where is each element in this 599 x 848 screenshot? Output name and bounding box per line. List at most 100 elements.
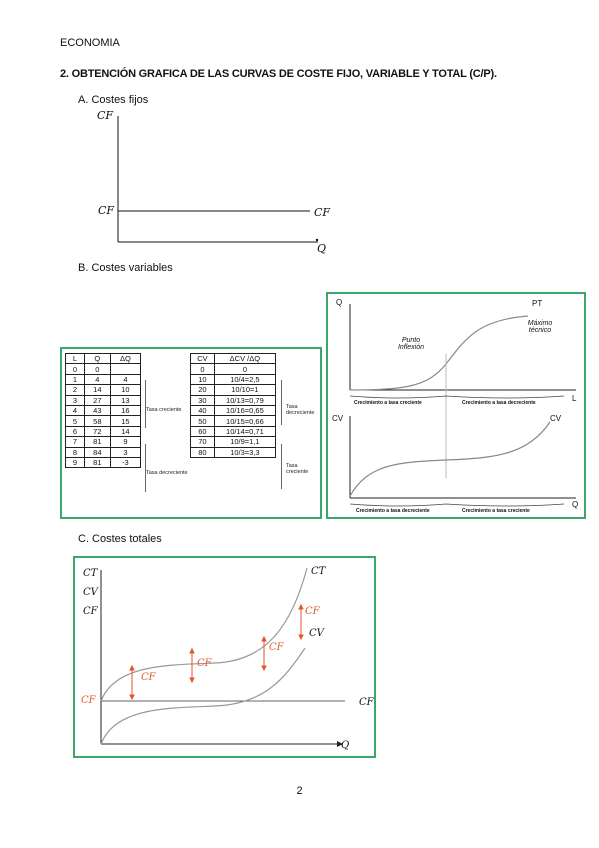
total-axis-y-labels: CT CV CF [83,564,98,621]
total-costs-heading: C. Costes totales [78,533,162,545]
table-cell: 14 [83,384,111,396]
table-cell: 0 [83,363,111,375]
table-cell: 10/16=0,65 [213,404,277,417]
cf-gap-label-3: CF [269,642,284,653]
table-cell: 20 [190,384,215,396]
page-number: 2 [296,785,303,797]
cf-gap-label-4: CF [305,606,320,617]
table-cell: 4 [65,404,85,417]
table-cell: 1 [65,373,85,386]
pt-cv-graphs-frame: Q L PT Máximo técnico Punto Inflexión Cr… [326,292,586,519]
table-cell: 0 [65,363,85,375]
cv-curve-label-total: CV [309,628,324,639]
table-cell: 58 [83,415,111,427]
table1-note-decreasing: Tasa decreciente [146,470,188,476]
table-cell: 10 [190,373,215,386]
table1-header: Q [83,352,111,365]
table-cell: 0 [190,363,215,375]
table-cell: 43 [83,404,111,417]
table-cell: 0 [213,363,277,375]
table-cell: 9 [65,456,85,469]
table-cell: -3 [109,456,142,469]
pt-curve-label: PT [532,299,543,308]
table-cell: 6 [65,425,85,438]
table2-note-decreasing: Tasa decreciente [286,404,315,416]
cf-left-label: CF [81,695,96,706]
table-cell: 81 [83,436,111,448]
table-cell: 13 [109,394,142,406]
table-cell: 81 [83,456,111,469]
cf-right-label: CF [359,697,374,708]
section-title: 2. OBTENCIÓN GRAFICA DE LAS CURVAS DE CO… [60,68,497,80]
table-cell: 10/13=0,79 [213,394,277,406]
table-cell: 5 [65,415,85,427]
table-cell: 4 [109,373,142,386]
table1-note-growing: Tasa creciente [146,407,182,413]
table2-note-growing: Tasa creciente [286,463,309,475]
table-cell: 10/14=0,71 [213,425,277,438]
table-cell: 3 [65,394,85,406]
cv-axis-x-label: Q [572,500,579,509]
table-cell [109,363,142,375]
table-cell: 27 [83,394,111,406]
table-cell: 9 [109,436,142,448]
table-cell: 2 [65,384,85,396]
fixed-axis-x-label: Q [317,242,327,255]
variable-costs-heading: B. Costes variables [78,262,173,274]
cf-gap-label-1: CF [141,672,156,683]
table-cell: 15 [109,415,142,427]
table2-header: CV [190,352,215,365]
table-cell: 10/15=0,66 [213,415,277,427]
fixed-level-label: CF [98,204,115,217]
table-cell: 50 [190,415,215,427]
table-cell: 3 [109,446,142,458]
pt-axis-y-label: Q [336,298,343,307]
technical-max-label: Máximo técnico [527,320,553,334]
table-cell: 10 [109,384,142,396]
table1-header: L [65,352,85,365]
table-cell: 10/3=3,3 [213,446,277,458]
table-cell: 80 [190,446,215,458]
total-cost-graph [100,567,345,747]
table-cell: 84 [83,446,111,458]
fixed-cost-graph [117,116,319,243]
pt-cv-graph [349,304,576,507]
total-cost-frame: CT CV CF Q CT CV CF CF CF CF CF CF [73,556,376,758]
table-cell: 4 [83,373,111,386]
pt-axis-x-label: L [572,394,577,403]
table-cell: 30 [190,394,215,406]
table-cell: 7 [65,436,85,448]
cv-segment-left-label: Crecimiento a tasa decreciente [356,508,430,514]
table2-header: ΔCV /ΔQ [213,352,277,365]
table-cell: 70 [190,436,215,448]
fixed-costs-heading: A. Costes fijos [78,94,149,106]
cf-gap-label-2: CF [197,658,212,669]
cv-segment-right-label: Crecimiento a tasa creciente [462,508,530,514]
table-cell: 8 [65,446,85,458]
axis-y-label-cv: CV [83,587,98,598]
cv-curve-label: CV [550,414,562,423]
document-header: ECONOMIA [60,37,120,49]
axis-y-label-cf: CF [83,606,98,617]
fixed-curve-label: CF [314,206,331,219]
pt-segment-right-label: Crecimiento a tasa decreciente [462,400,536,406]
table-cell: 16 [109,404,142,417]
